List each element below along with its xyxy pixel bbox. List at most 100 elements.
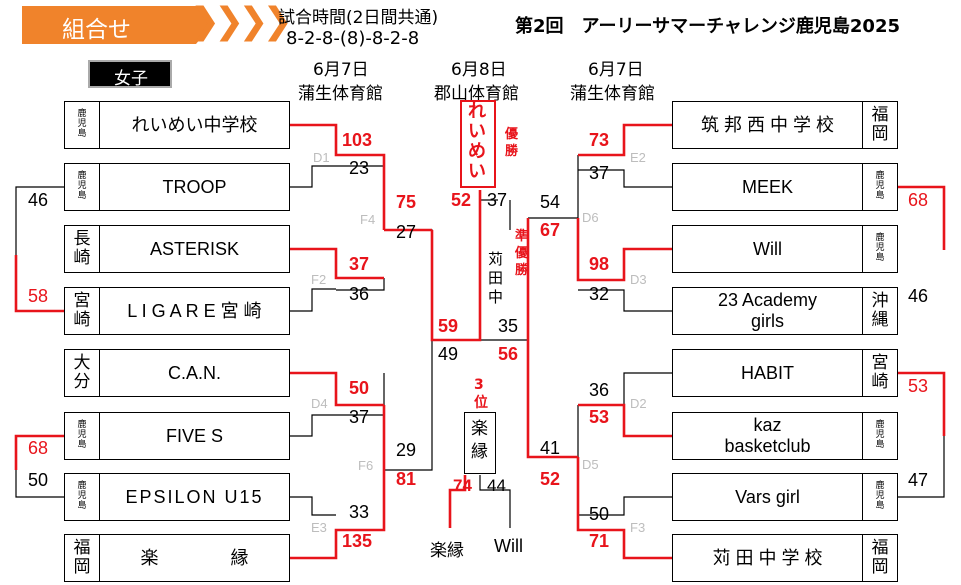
champion-box bbox=[460, 100, 496, 188]
game-code: D1 bbox=[313, 150, 330, 165]
team-prefecture: 鹿児島 bbox=[64, 101, 100, 149]
runner-up-label: 準優勝 bbox=[515, 229, 529, 278]
score: 56 bbox=[498, 344, 519, 364]
team-prefecture: 鹿児島 bbox=[862, 473, 898, 521]
badge-arrow bbox=[182, 6, 212, 44]
venue-left-date: 6月7日 bbox=[313, 60, 369, 80]
team-name: 筑 邦 西 中 学 校 bbox=[672, 101, 862, 149]
team-name: 楽 縁 bbox=[100, 534, 290, 582]
team-name: 苅 田 中 学 校 bbox=[672, 534, 862, 582]
chevron-icon: ❯❯❯❯ bbox=[190, 1, 293, 42]
game-code: E2 bbox=[630, 150, 646, 165]
score: 53 bbox=[589, 407, 610, 427]
team-left-5: 大分 C.A.N. bbox=[64, 349, 290, 397]
game-code: D6 bbox=[582, 210, 599, 225]
division-label: 女子 bbox=[114, 69, 148, 89]
team-right-6: kaz basketclub 鹿児島 bbox=[672, 412, 898, 460]
team-name: ASTERISK bbox=[100, 225, 290, 273]
game-code: D5 bbox=[582, 457, 599, 472]
score: 54 bbox=[540, 192, 561, 212]
score: 47 bbox=[908, 470, 929, 490]
champion-team: れいめい bbox=[468, 101, 486, 182]
third-score-right: 44 bbox=[487, 476, 506, 495]
score: 23 bbox=[349, 158, 370, 178]
team-prefecture: 長崎 bbox=[64, 225, 100, 273]
score: 36 bbox=[349, 284, 370, 304]
score: 37 bbox=[349, 254, 370, 274]
score: 50 bbox=[28, 470, 49, 490]
game-code: F2 bbox=[311, 272, 327, 287]
game-code: D4 bbox=[311, 396, 328, 411]
team-right-2: MEEK 鹿児島 bbox=[672, 163, 898, 211]
venue-left-hall: 蒲生体育館 bbox=[298, 84, 383, 104]
section-badge-label: 組合せ bbox=[62, 17, 131, 43]
score: 68 bbox=[28, 438, 49, 458]
champion-label: 優勝 bbox=[505, 127, 519, 159]
team-left-7: 鹿児島 EPSILON U15 bbox=[64, 473, 290, 521]
team-prefecture: 宮崎 bbox=[64, 287, 100, 335]
score: 27 bbox=[396, 222, 417, 242]
third-place-box bbox=[464, 412, 496, 474]
team-right-5: HABIT 宮崎 bbox=[672, 349, 898, 397]
division-badge: 女子 bbox=[88, 60, 172, 89]
team-left-1: 鹿児島 れいめい中学校 bbox=[64, 101, 290, 149]
team-prefecture: 沖縄 bbox=[862, 287, 898, 335]
score: 50 bbox=[349, 378, 370, 398]
game-code: F6 bbox=[358, 458, 374, 473]
page-title: 第2回 アーリーサマーチャレンジ鹿児島2025 bbox=[515, 16, 901, 37]
team-name: FIVE S bbox=[100, 412, 290, 460]
score: 50 bbox=[589, 504, 610, 524]
venue-right-date: 6月7日 bbox=[588, 60, 644, 80]
team-left-8: 福岡 楽 縁 bbox=[64, 534, 290, 582]
team-name: HABIT bbox=[672, 349, 862, 397]
team-right-8: 苅 田 中 学 校 福岡 bbox=[672, 534, 898, 582]
team-name: Will bbox=[672, 225, 862, 273]
score: 33 bbox=[349, 502, 370, 522]
team-prefecture: 福岡 bbox=[862, 534, 898, 582]
team-prefecture: 鹿児島 bbox=[64, 163, 100, 211]
game-code: E3 bbox=[311, 520, 327, 535]
team-name: MEEK bbox=[672, 163, 862, 211]
third-place-team: 楽縁 bbox=[471, 419, 488, 462]
score: 98 bbox=[589, 254, 610, 274]
third-score-left: 74 bbox=[453, 476, 472, 495]
team-prefecture: 大分 bbox=[64, 349, 100, 397]
score: 46 bbox=[28, 190, 49, 210]
team-left-3: 長崎 ASTERISK bbox=[64, 225, 290, 273]
game-code: D2 bbox=[630, 396, 647, 411]
team-name: TROOP bbox=[100, 163, 290, 211]
game-code: F4 bbox=[360, 212, 376, 227]
score: 67 bbox=[540, 220, 561, 240]
third-right-team: Will bbox=[494, 536, 523, 556]
team-name: れいめい中学校 bbox=[100, 101, 290, 149]
team-prefecture: 鹿児島 bbox=[64, 473, 100, 521]
score: 37 bbox=[349, 407, 370, 427]
score: 36 bbox=[589, 380, 610, 400]
score: 73 bbox=[589, 130, 610, 150]
score: 29 bbox=[396, 440, 417, 460]
team-prefecture: 鹿児島 bbox=[64, 412, 100, 460]
team-prefecture: 鹿児島 bbox=[862, 412, 898, 460]
team-prefecture: 福岡 bbox=[64, 534, 100, 582]
venue-center-hall: 郡山体育館 bbox=[434, 84, 519, 104]
runner-up-team: 苅田中 bbox=[488, 250, 504, 306]
team-name: L I G A R E 宮 崎 bbox=[100, 287, 290, 335]
team-name: C.A.N. bbox=[100, 349, 290, 397]
team-name: Vars girl bbox=[672, 473, 862, 521]
score: 58 bbox=[28, 286, 49, 306]
score: 35 bbox=[498, 316, 519, 336]
team-right-7: Vars girl 鹿児島 bbox=[672, 473, 898, 521]
team-name: EPSILON U15 bbox=[100, 473, 290, 521]
score: 46 bbox=[908, 286, 929, 306]
final-score-left: 52 bbox=[451, 190, 472, 210]
team-prefecture: 福岡 bbox=[862, 101, 898, 149]
match-time-label: 試合時間(2日間共通) bbox=[278, 8, 439, 28]
score: 59 bbox=[438, 316, 459, 336]
team-right-3: Will 鹿児島 bbox=[672, 225, 898, 273]
score: 32 bbox=[589, 284, 610, 304]
venue-right-hall: 蒲生体育館 bbox=[570, 84, 655, 104]
score: 68 bbox=[908, 190, 929, 210]
team-left-6: 鹿児島 FIVE S bbox=[64, 412, 290, 460]
score: 37 bbox=[589, 163, 610, 183]
